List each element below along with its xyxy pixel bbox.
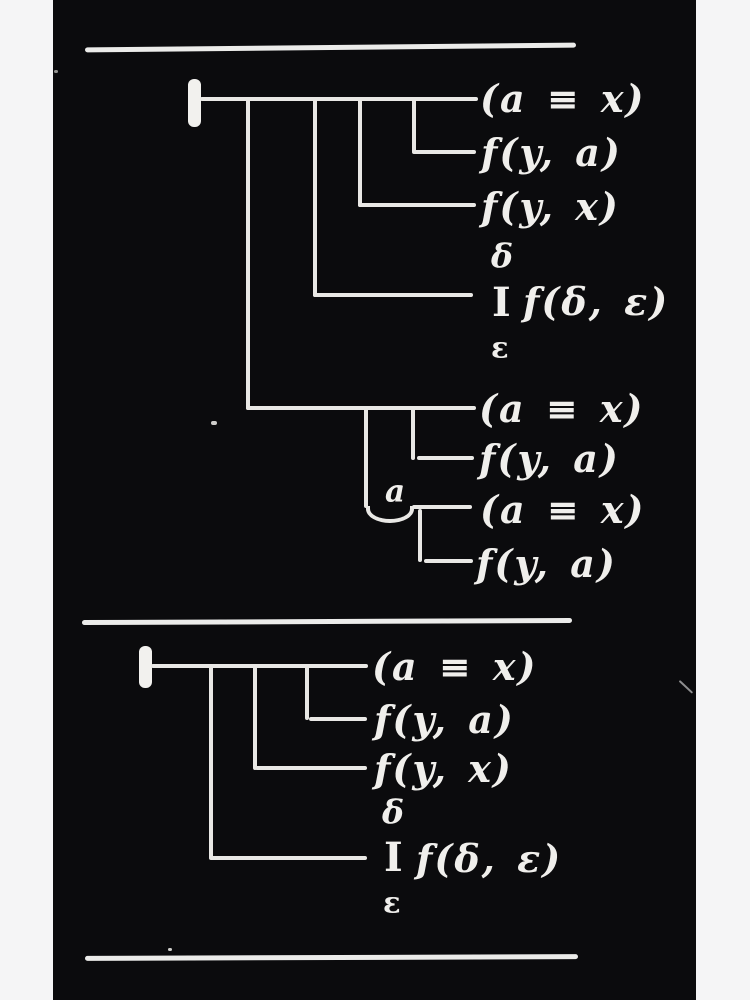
branch-stroke	[309, 717, 367, 721]
branch-stroke	[358, 203, 476, 207]
condition-stroke	[246, 99, 250, 410]
branch-stroke	[313, 293, 473, 297]
condition-stroke	[418, 509, 422, 562]
condition-stroke	[305, 666, 309, 720]
condition-stroke	[411, 408, 415, 460]
photo-panel	[53, 0, 696, 1000]
condition-stroke	[358, 99, 362, 207]
formula-identity: (a ≡ x)	[480, 487, 646, 533]
condition-stroke	[209, 666, 213, 859]
concavity-mark	[366, 506, 414, 523]
formula-function: f(y, a)	[479, 436, 620, 482]
condition-stroke	[412, 99, 416, 153]
content-stroke	[412, 505, 472, 509]
index-delta: δ	[491, 236, 514, 276]
branch-stroke	[209, 856, 367, 860]
index-epsilon: ε	[383, 885, 401, 920]
content-stroke-1	[200, 97, 478, 101]
formula-function: f(y, x)	[481, 184, 620, 230]
condition-stroke	[253, 666, 257, 770]
formula-function: f(y, a)	[476, 541, 617, 587]
function-letter-I: I	[384, 834, 403, 881]
ink-speck	[211, 421, 217, 425]
formula-function: f(y, a)	[374, 697, 515, 743]
index-delta: δ	[382, 792, 405, 832]
branch-stroke	[417, 456, 474, 460]
branch-stroke	[412, 150, 476, 154]
judgment-stroke-1	[188, 79, 201, 127]
content-stroke-2	[151, 664, 368, 668]
formula-identity: (a ≡ x)	[480, 76, 646, 122]
branch-stroke	[424, 559, 473, 563]
formula-function: f(δ, ε)	[523, 279, 670, 325]
condition-stroke	[313, 99, 317, 297]
condition-stroke	[364, 408, 368, 508]
ink-speck	[168, 948, 172, 951]
formula-identity: (a ≡ x)	[479, 386, 645, 432]
branch-stroke	[255, 766, 367, 770]
quantifier-gothic-a: a	[385, 473, 406, 510]
ink-speck	[54, 70, 58, 73]
branch-stroke	[246, 406, 476, 410]
judgment-stroke-2	[139, 646, 152, 688]
index-epsilon: ε	[491, 330, 509, 365]
formula-function: f(δ, ε)	[416, 836, 563, 882]
formula-function: f(y, a)	[481, 130, 622, 176]
function-letter-I: I	[492, 279, 511, 326]
formula-function: f(y, x)	[374, 746, 513, 792]
formula-identity: (a ≡ x)	[372, 644, 538, 690]
